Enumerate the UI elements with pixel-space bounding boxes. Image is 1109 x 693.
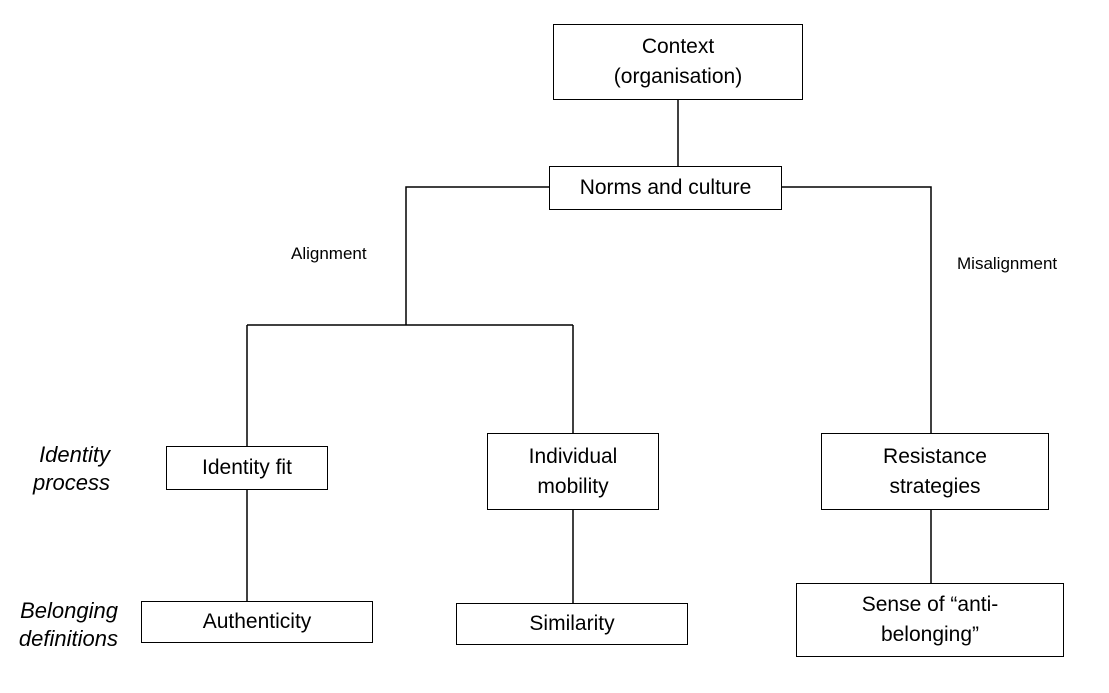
node-similarity: Similarity (456, 603, 688, 645)
node-context: Context (organisation) (553, 24, 803, 100)
row-label-identity-process: Identity process (32, 442, 110, 495)
node-anti-belonging: Sense of “anti- belonging” (796, 583, 1064, 657)
edge-label-alignment: Alignment (291, 244, 367, 263)
node-identity-fit: Identity fit (166, 446, 328, 490)
edge-label-misalignment: Misalignment (957, 254, 1058, 273)
edge-norms-alignment-branch (405, 186, 549, 325)
node-norms-and-culture: Norms and culture (549, 166, 782, 210)
node-individual-mobility: Individual mobility (487, 433, 659, 510)
row-label-belonging-definitions: Belonging definitions (18, 598, 118, 651)
edge-norms-misalignment (782, 186, 932, 433)
node-resistance-strategies: Resistance strategies (821, 433, 1049, 510)
node-authenticity: Authenticity (141, 601, 373, 643)
